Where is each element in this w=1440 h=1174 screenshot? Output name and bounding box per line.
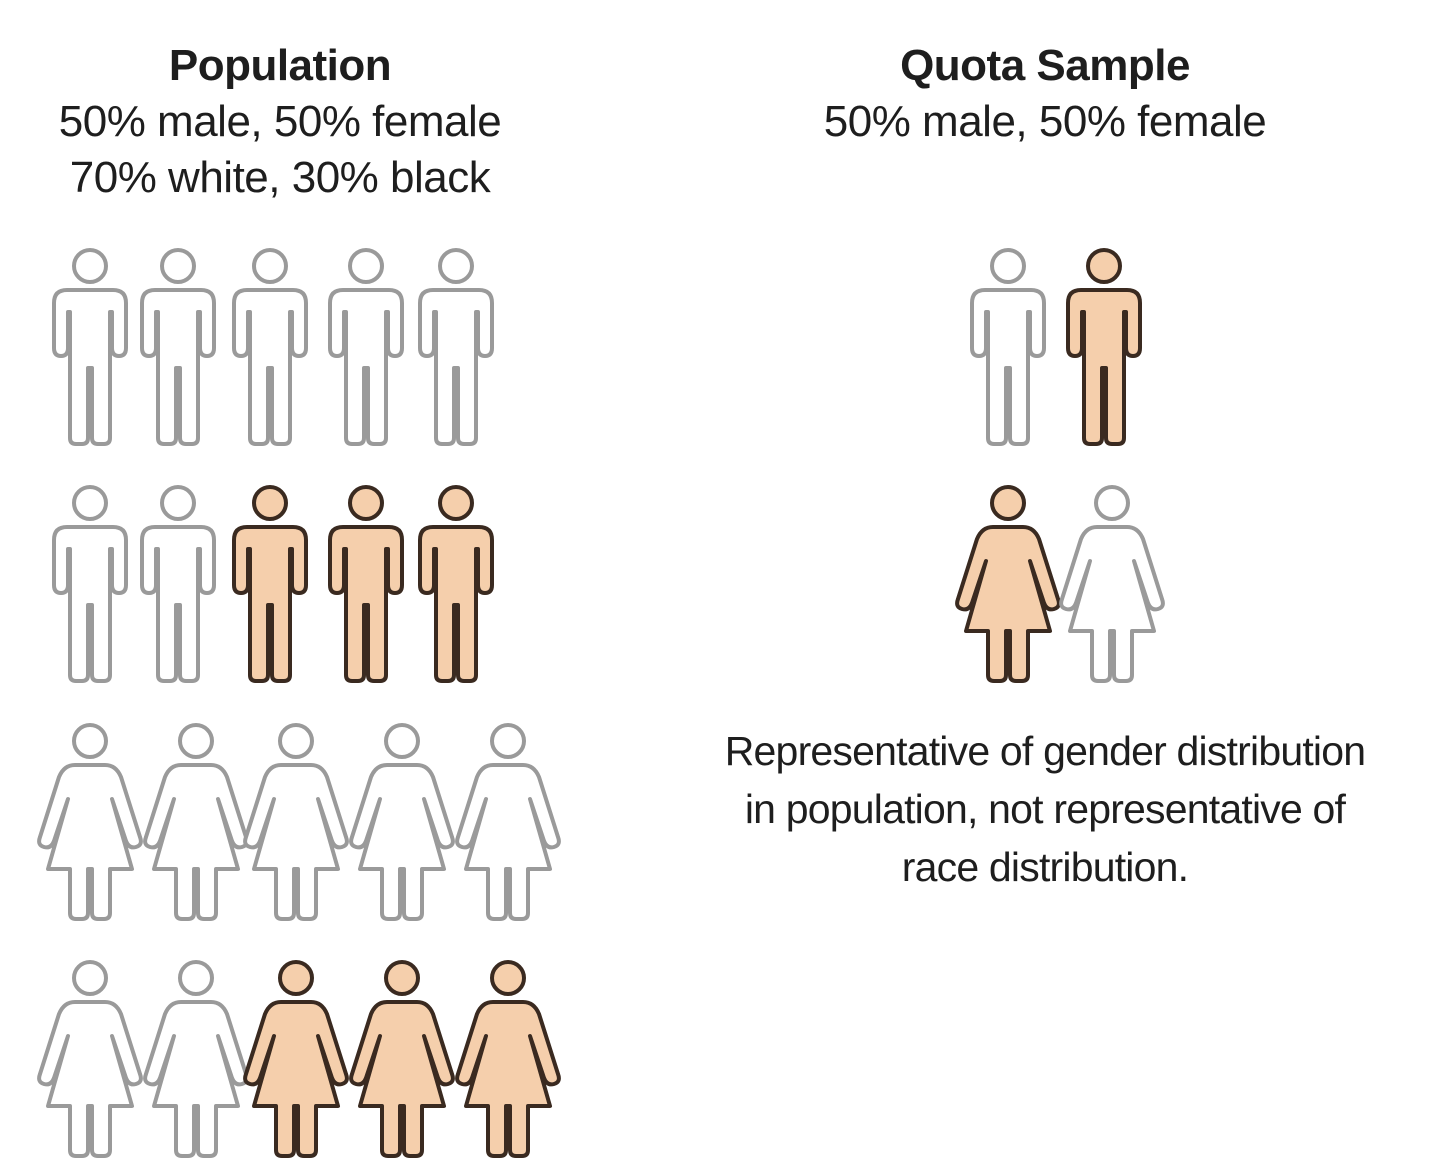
male-figure-icon [232, 248, 308, 446]
figure-body [143, 1000, 249, 1158]
female-figure-icon [243, 723, 349, 921]
population-heading: Population 50% male, 50% female 70% whit… [20, 38, 540, 206]
male-figure-icon [1066, 248, 1142, 446]
figure-head [72, 960, 108, 996]
figure-body [328, 525, 404, 683]
figure-body [52, 525, 128, 683]
figure-head [278, 960, 314, 996]
figure-head [1086, 248, 1122, 284]
male-figure-icon [232, 485, 308, 683]
male-figure-icon [418, 248, 494, 446]
figure-head [990, 248, 1026, 284]
female-figure-icon [955, 485, 1061, 683]
figure-body [955, 525, 1061, 683]
male-figure-icon [418, 485, 494, 683]
male-figure-icon [52, 248, 128, 446]
figure-body [418, 288, 494, 446]
figure-body [418, 525, 494, 683]
figure-head [348, 248, 384, 284]
figure-head [438, 485, 474, 521]
figure-head [490, 723, 526, 759]
figure-head [278, 723, 314, 759]
figure-body [349, 763, 455, 921]
quota-sample-gender-split: 50% male, 50% female [823, 97, 1267, 146]
caption-line: in population, not representative of [744, 786, 1346, 832]
figure-head [252, 248, 288, 284]
female-figure-icon [349, 960, 455, 1158]
figure-head [384, 960, 420, 996]
figure-body [455, 763, 561, 921]
female-figure-icon [455, 723, 561, 921]
female-figure-icon [243, 960, 349, 1158]
female-figure-icon [143, 960, 249, 1158]
figure-body [232, 288, 308, 446]
figure-body [1066, 288, 1142, 446]
female-figure-icon [455, 960, 561, 1158]
figure-body [1059, 525, 1165, 683]
male-figure-icon [140, 485, 216, 683]
population-race-split: 70% white, 30% black [69, 153, 491, 202]
figure-head [1094, 485, 1130, 521]
male-figure-icon [328, 485, 404, 683]
male-figure-icon [140, 248, 216, 446]
female-figure-icon [143, 723, 249, 921]
male-figure-icon [970, 248, 1046, 446]
figure-head [72, 248, 108, 284]
caption-line: Representative of gender distribution [724, 728, 1366, 774]
figure-head [72, 723, 108, 759]
quota-sample-caption: Representative of gender distribution in… [655, 722, 1435, 896]
figure-head [384, 723, 420, 759]
female-figure-icon [349, 723, 455, 921]
figure-head [178, 960, 214, 996]
population-figures [37, 248, 561, 1158]
figure-body [37, 1000, 143, 1158]
figure-body [140, 288, 216, 446]
quota-sample-heading: Quota Sample 50% male, 50% female [785, 38, 1305, 150]
population-gender-split: 50% male, 50% female [58, 97, 502, 146]
figure-body [455, 1000, 561, 1158]
figure-body [328, 288, 404, 446]
female-figure-icon [37, 960, 143, 1158]
figure-body [143, 763, 249, 921]
figure-body [140, 525, 216, 683]
figure-head [438, 248, 474, 284]
figure-head [990, 485, 1026, 521]
female-figure-icon [37, 723, 143, 921]
quota-sample-title: Quota Sample [900, 41, 1190, 90]
figure-body [52, 288, 128, 446]
male-figure-icon [328, 248, 404, 446]
figure-head [160, 485, 196, 521]
figure-body [243, 763, 349, 921]
figure-body [349, 1000, 455, 1158]
figure-head [490, 960, 526, 996]
figure-head [252, 485, 288, 521]
figure-body [243, 1000, 349, 1158]
figure-body [232, 525, 308, 683]
figure-head [178, 723, 214, 759]
figure-body [37, 763, 143, 921]
figure-head [160, 248, 196, 284]
population-title: Population [168, 41, 392, 90]
figure-head [72, 485, 108, 521]
female-figure-icon [1059, 485, 1165, 683]
male-figure-icon [52, 485, 128, 683]
figure-head [348, 485, 384, 521]
figure-body [970, 288, 1046, 446]
caption-line: race distribution. [901, 844, 1189, 890]
quota-sample-figures [955, 248, 1165, 683]
